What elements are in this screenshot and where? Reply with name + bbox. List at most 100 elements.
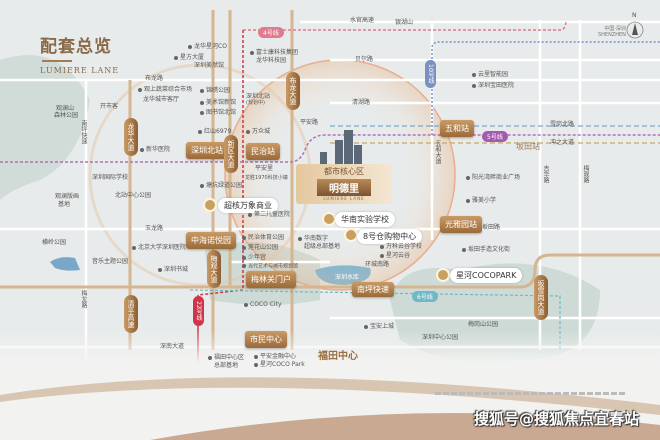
metro-line-4-vertical xyxy=(197,30,244,296)
poi: 梅岗山公园 xyxy=(468,321,499,328)
highlight-school[interactable]: 华南实验学校 xyxy=(335,212,395,227)
road-label: 五和大道 xyxy=(434,140,441,164)
poi: 锦绣公园 xyxy=(200,88,230,94)
project-label[interactable]: 都市核心区 明德里 LUMIERE LANE xyxy=(296,164,392,204)
road-label: 梅观路 xyxy=(582,165,589,183)
poi: 少年宫 xyxy=(242,255,266,261)
poi: 新华医院 xyxy=(140,147,170,153)
poi: 当代艺术与城市规划馆 xyxy=(242,264,298,270)
road-label: 冲之大道 xyxy=(550,139,575,146)
footnote-line xyxy=(435,392,625,395)
highlight-cocopark[interactable]: 星河COCOPARK xyxy=(450,268,523,283)
poi: 深圳书城 xyxy=(158,267,188,273)
poi: COCO City xyxy=(244,302,282,308)
road-label: 南坪快速 xyxy=(80,120,87,144)
poi: 观澜山 xyxy=(56,105,75,112)
poi: 深圳水库 xyxy=(335,274,360,281)
metro-label-6[interactable]: 6号线 xyxy=(412,291,438,302)
poi: 红山6979 xyxy=(198,129,231,135)
poi: 深圳美然馆 xyxy=(194,62,225,69)
poi: 深圳中心公园 xyxy=(422,334,459,341)
poi: 银湖山 xyxy=(395,19,414,26)
lake xyxy=(50,257,80,271)
metro-line-4 xyxy=(243,19,567,31)
decor-band xyxy=(150,413,660,440)
station-futian-center[interactable]: 福田中心 xyxy=(318,351,358,362)
poi: 北京大学深圳医院 xyxy=(132,245,186,251)
station-guangyayuan[interactable]: 光雅园站 xyxy=(440,216,482,233)
station-minzhi[interactable]: 民治站 xyxy=(246,143,280,160)
poi: 龙华科技园 xyxy=(256,57,287,64)
highlight-mall-8[interactable]: 8号仓购物中心 xyxy=(357,229,423,244)
poi: 云里智能园 xyxy=(472,72,508,78)
poi: 平安金融中心 xyxy=(254,354,296,360)
poi: 星方大厦 xyxy=(174,55,204,61)
poi: 华南数字 xyxy=(298,236,328,242)
poi: 美术馆新馆 xyxy=(200,100,236,106)
poi: 深圳宝田医院 xyxy=(472,83,514,89)
road-badge-meiguan: 梅观大道 xyxy=(207,250,221,288)
poi: 福田中心区 xyxy=(208,355,244,361)
poi: 龙华城市客厅 xyxy=(143,96,180,103)
station-zhonghai[interactable]: 中海诺悦园 xyxy=(186,232,236,249)
road-label: 环城南路 xyxy=(365,261,390,268)
station-meilinguan[interactable]: 梅林关门户 xyxy=(246,271,296,288)
poi: 北站中心公园 xyxy=(115,192,152,199)
mountain-area xyxy=(0,55,90,200)
poi: (规划中) xyxy=(246,100,265,106)
poi: 平安里 xyxy=(255,165,274,172)
station-shenzhen-north[interactable]: 深圳北站 xyxy=(186,142,228,159)
metro-label-4[interactable]: 4号线 xyxy=(258,27,284,38)
pin-icon xyxy=(322,212,336,226)
road-label: 水官高速 xyxy=(350,17,375,24)
highlight-mixc[interactable]: 超核万象商业 xyxy=(218,198,278,213)
page-title: 配套总览 xyxy=(40,37,112,57)
poi: 森林公园 xyxy=(54,112,79,119)
poi: 民治体育公园 xyxy=(242,235,284,241)
poi: 宝安上城 xyxy=(364,324,394,330)
poi: 莲花山公园 xyxy=(242,245,278,251)
road-label: 平安路 xyxy=(300,119,319,126)
road-label: 坂田路 xyxy=(482,224,501,231)
road-badge-longhua: 龙华大道 xyxy=(124,118,138,156)
poi: 万科云谷学校 xyxy=(380,244,422,250)
road-badge-bulong: 布龙大道 xyxy=(286,72,300,110)
station-wuhe[interactable]: 五和站 xyxy=(440,120,474,137)
station-bantian[interactable]: 坂田站 xyxy=(516,142,540,151)
poi: 阳光湾畔商业广场 xyxy=(466,175,520,181)
title-divider xyxy=(42,60,72,62)
poi: 超级总部基地 xyxy=(304,243,341,250)
poi: 龙胜1970科技小镇 xyxy=(245,175,288,181)
watermark: 搜狐号@搜狐焦点宜春站 xyxy=(474,410,640,428)
poi: 观澜版画 xyxy=(55,193,80,200)
poi: 开市客 xyxy=(100,103,119,110)
decor-band xyxy=(0,377,660,415)
poi: 塘坑绿道公园 xyxy=(200,183,242,189)
project-name: 明德里 xyxy=(317,179,371,196)
road-label: 深南大道 xyxy=(160,343,185,350)
poi: 图书馆北馆 xyxy=(200,110,236,116)
poi: 音乐主题公园 xyxy=(92,258,129,265)
project-zone: 都市核心区 xyxy=(324,167,364,176)
road-label: 布龙路 xyxy=(145,75,164,82)
poi: 雅美小学 xyxy=(466,198,496,204)
metro-line-5 xyxy=(0,134,660,163)
project-name-en: LUMIERE LANE xyxy=(323,196,365,201)
road-label: 雪岗北路 xyxy=(550,121,575,128)
badge-nanping[interactable]: 南坪快速 xyxy=(352,282,394,297)
road-badge-qingping: 清平高速 xyxy=(124,295,138,333)
poi: 富士康科技集团 xyxy=(250,50,298,56)
station-civic-center[interactable]: 市民中心 xyxy=(245,331,287,348)
metro-label-10[interactable]: 10号线 xyxy=(425,60,436,88)
road-label: 清湖路 xyxy=(352,99,371,106)
road-label: 玉龙路 xyxy=(145,225,164,232)
metro-label-22[interactable]: 22号线 xyxy=(193,296,204,326)
metro-label-5[interactable]: 5号线 xyxy=(482,131,508,142)
pin-icon xyxy=(436,268,450,282)
pin-icon xyxy=(344,228,358,242)
poi: 龙华星河CO xyxy=(188,44,227,50)
road-badge-banxuegang: 坂雪岗大道 xyxy=(534,275,548,320)
road-label: 梅龙路 xyxy=(80,290,87,308)
